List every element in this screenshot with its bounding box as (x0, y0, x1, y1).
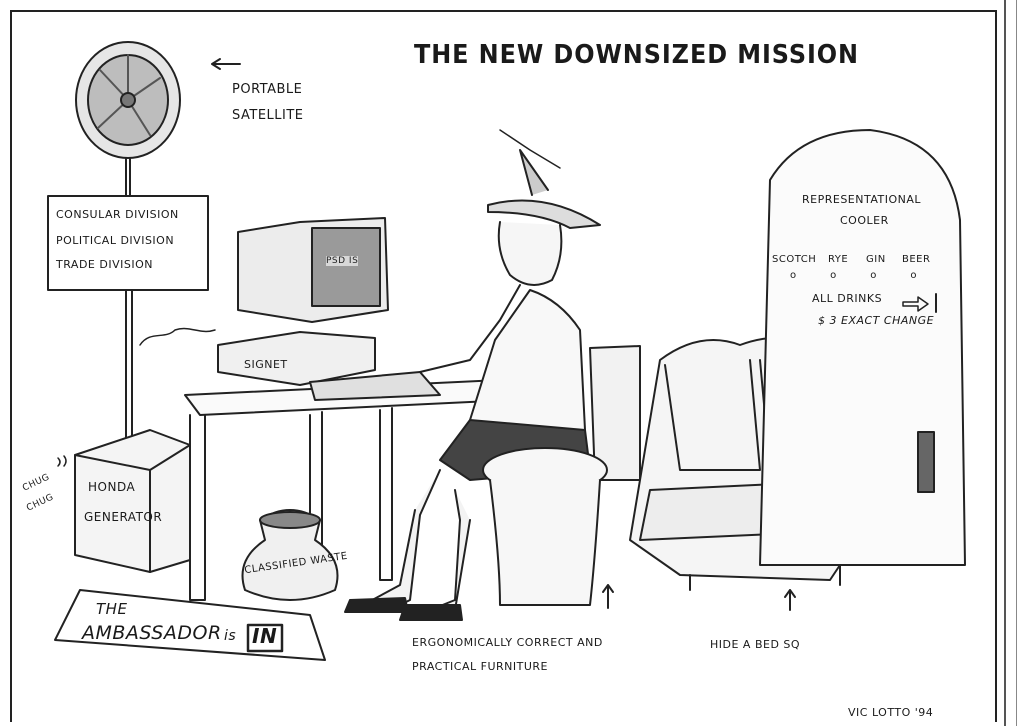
satellite-label-line1: PORTABLE (232, 82, 303, 97)
generator-label-line2: GENERATOR (84, 510, 163, 524)
drink-scotch: SCOTCH (772, 254, 817, 265)
computer (217, 217, 441, 401)
generator (74, 429, 191, 573)
cpu-label: SIGNET (244, 358, 288, 371)
representational-cooler (759, 129, 966, 566)
toilet (482, 345, 641, 606)
cooler-label-line2: COOLER (840, 214, 889, 227)
sign-line-consular: CONSULAR DIVISION (56, 208, 179, 221)
toilet-arrow (602, 584, 614, 609)
nameplate-the: THE (96, 600, 128, 618)
caption-line1: ERGONOMICALLY CORRECT AND (412, 636, 603, 649)
screen-text: PSD IS (326, 256, 359, 266)
division-sign (47, 195, 209, 291)
nameplate-ambassador: AMBASSADOR (82, 622, 222, 644)
drink-buttons[interactable]: oooo (790, 270, 951, 281)
page-edge-secondary (1016, 0, 1017, 726)
all-drinks-label: ALL DRINKS (812, 292, 883, 305)
sign-line-political: POLITICAL DIVISION (56, 234, 175, 247)
nameplate-in: IN (252, 624, 278, 648)
ambassador-figure (344, 129, 601, 621)
cartoon-title: THE NEW DOWNSIZED MISSION (414, 40, 860, 70)
generator-label-line1: HONDA (88, 480, 136, 494)
bed-arrow (784, 589, 796, 611)
chug-lines (57, 455, 67, 467)
artist-signature: VIC LOTTO '94 (848, 706, 934, 719)
cartoon-frame (10, 10, 997, 722)
caption-line2: PRACTICAL FURNITURE (412, 660, 548, 673)
satellite-label-line2: SATELLITE (232, 108, 304, 123)
in-box (246, 623, 284, 653)
cable (139, 327, 216, 346)
drink-rye: RYE (828, 254, 849, 265)
drink-beer: BEER (902, 254, 931, 265)
drink-gin: GIN (866, 254, 886, 265)
satellite-arrow (211, 58, 241, 70)
cooler-label-line1: REPRESENTATIONAL (802, 193, 922, 206)
price-label: $ 3 EXACT CHANGE (818, 314, 935, 327)
sign-line-trade: TRADE DIVISION (56, 258, 153, 271)
nameplate-is: is (224, 628, 237, 644)
page-edge (1004, 0, 1006, 726)
drinks-arrow (902, 296, 929, 312)
waste-pot (241, 509, 339, 601)
hide-a-bed-label: HIDE A BED SQ (710, 638, 801, 651)
satellite-dish (75, 41, 181, 197)
